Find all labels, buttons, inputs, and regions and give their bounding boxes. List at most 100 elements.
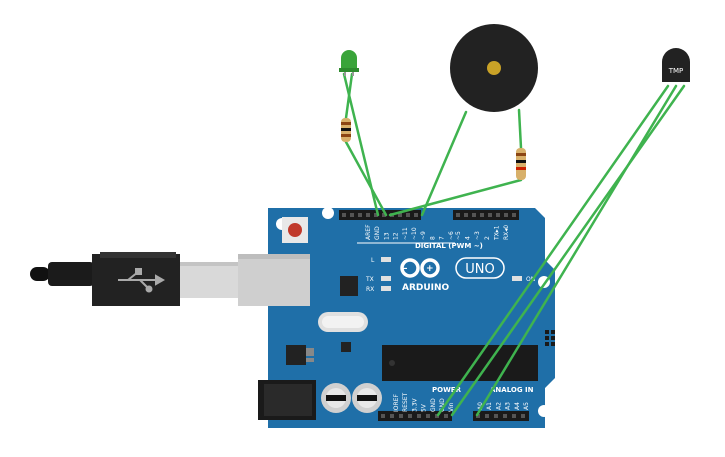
pin-label: 12 <box>393 232 400 240</box>
digital-header-pin[interactable] <box>374 213 378 217</box>
digital-header-pin[interactable] <box>480 213 484 217</box>
power-header-pin[interactable] <box>399 414 403 418</box>
icsp-pin <box>545 342 549 346</box>
analog-header-pin[interactable] <box>476 414 480 418</box>
icsp-pin <box>551 342 555 346</box>
pin-label: 2 <box>484 236 491 240</box>
digital-header-pin[interactable] <box>496 213 500 217</box>
analog-header-pin[interactable] <box>494 414 498 418</box>
pin-label: GND <box>374 226 381 240</box>
pin-label: 3.3V <box>411 397 418 412</box>
icsp-header <box>545 330 555 346</box>
digital-header-pin[interactable] <box>358 213 362 217</box>
piezo-buzzer[interactable] <box>450 24 538 112</box>
small-chip <box>341 342 351 352</box>
buzzer-center <box>487 61 501 75</box>
power-header-pin[interactable] <box>435 414 439 418</box>
pin-label: 8 <box>429 236 436 240</box>
wire-resistor-gnd[interactable] <box>388 178 523 217</box>
pin-label: IOREF <box>393 394 400 412</box>
digital-header-pin[interactable] <box>342 213 346 217</box>
icsp-pin <box>551 330 555 334</box>
pin-label: A2 <box>495 402 502 410</box>
pin-label: RX◂0 <box>503 225 510 240</box>
mount-hole <box>322 207 334 219</box>
pin-label: 13 <box>383 232 390 240</box>
digital-header-pin[interactable] <box>414 213 418 217</box>
digital-header-pin[interactable] <box>504 213 508 217</box>
digital-header-pin[interactable] <box>472 213 476 217</box>
wire-tmp-5v[interactable] <box>436 84 670 417</box>
power-header[interactable] <box>378 411 452 421</box>
icsp-pin <box>545 336 549 340</box>
pin-label: ~6 <box>448 231 455 240</box>
usb-cable-strain-relief <box>48 262 94 286</box>
wire-buzzer-resistor[interactable] <box>517 108 523 150</box>
analog-header-pin[interactable] <box>512 414 516 418</box>
atmega-chip <box>382 345 538 381</box>
wire-led-anode-resistor[interactable] <box>344 72 354 120</box>
analog-header-pin[interactable] <box>485 414 489 418</box>
power-header-pin[interactable] <box>408 414 412 418</box>
power-header-pin[interactable] <box>426 414 430 418</box>
digital-header-pin[interactable] <box>456 213 460 217</box>
pin-label: GND <box>439 398 446 412</box>
icsp-pin <box>551 336 555 340</box>
pin-label: ~11 <box>402 227 409 240</box>
led-body <box>341 50 357 70</box>
pin-label: A5 <box>523 402 530 410</box>
resistor-buzzer[interactable] <box>516 148 526 180</box>
wires <box>342 72 686 417</box>
digital-header-pin[interactable] <box>464 213 468 217</box>
pin-label: GND <box>430 398 437 412</box>
power-header-pin[interactable] <box>444 414 448 418</box>
power-header-pin[interactable] <box>390 414 394 418</box>
analog-header[interactable] <box>473 411 529 421</box>
tmp-sensor[interactable]: TMP <box>662 48 690 82</box>
wire-resistor-pin13[interactable] <box>344 140 388 217</box>
icsp-pin <box>545 330 549 334</box>
digital-header-pin[interactable] <box>350 213 354 217</box>
analog-header-pin[interactable] <box>503 414 507 418</box>
pin-label: ~10 <box>411 227 418 240</box>
brand-text: ARDUINO <box>402 283 450 293</box>
reset-button[interactable] <box>282 217 308 243</box>
analog-header-strip <box>473 411 529 421</box>
analog-header-pin[interactable] <box>521 414 525 418</box>
power-header-pin[interactable] <box>417 414 421 418</box>
arduino-logo: – + <box>400 258 440 278</box>
wire-buzzer-pin9[interactable] <box>420 110 468 217</box>
pin-label: A1 <box>486 402 493 410</box>
green-led[interactable] <box>339 50 359 76</box>
pin-label: AREF <box>365 224 372 240</box>
led-rx-indicator <box>381 286 391 291</box>
led-on-label: ON <box>526 276 535 283</box>
power-header-strip <box>378 411 452 421</box>
model-badge <box>455 257 505 279</box>
wire-tmp-gnd[interactable] <box>450 84 686 417</box>
digital-section-label: DIGITAL (PWM ~) <box>415 242 483 250</box>
power-jack[interactable] <box>258 380 316 420</box>
digital-header[interactable] <box>339 210 519 220</box>
digital-header-pin[interactable] <box>382 213 386 217</box>
resistor-led[interactable] <box>341 118 351 142</box>
digital-header-pin[interactable] <box>512 213 516 217</box>
digital-header-pin[interactable] <box>398 213 402 217</box>
digital-header-pin[interactable] <box>366 213 370 217</box>
tmp-body <box>662 48 690 82</box>
digital-header-strip <box>339 210 421 220</box>
power-header-pin[interactable] <box>381 414 385 418</box>
digital-header-strip <box>453 210 519 220</box>
wire-tmp-a0[interactable] <box>475 84 678 417</box>
led-l-indicator <box>381 257 391 262</box>
digital-header-pin[interactable] <box>406 213 410 217</box>
usb-cable[interactable] <box>30 252 238 306</box>
led-tx-label: TX <box>365 276 374 283</box>
digital-header-pin[interactable] <box>488 213 492 217</box>
led-rx-label: RX <box>366 286 374 293</box>
pin-label: TX▸1 <box>493 225 500 241</box>
